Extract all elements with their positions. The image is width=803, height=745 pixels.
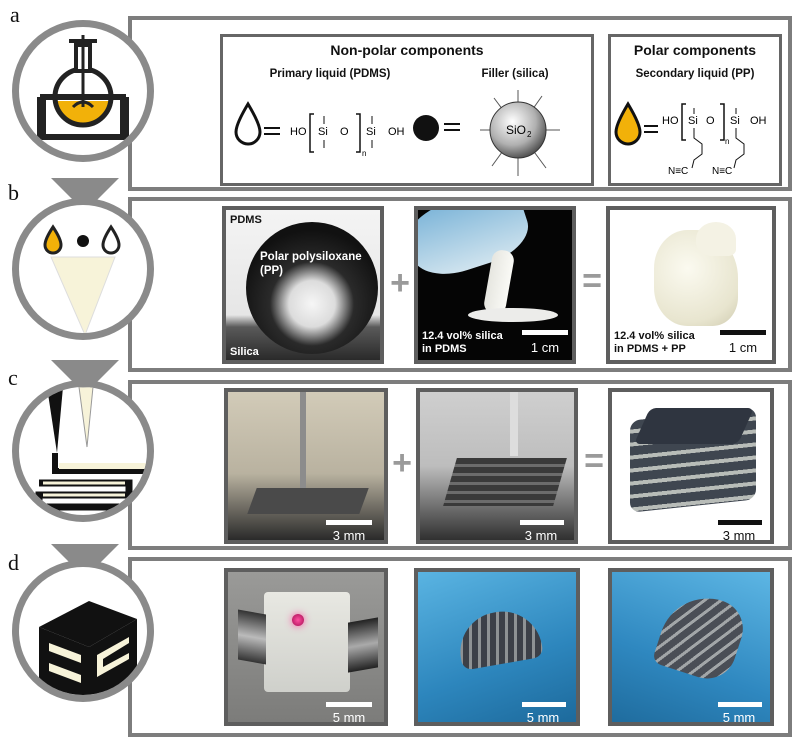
paste-peak xyxy=(696,222,736,256)
scale-bar-c1 xyxy=(326,520,372,525)
panel-letter-b: b xyxy=(8,180,19,205)
droplet-photo: PDMS Polar polysiloxane (PP) Silica xyxy=(222,206,384,364)
o-text: O xyxy=(340,126,349,138)
filler-label: Filler (silica) xyxy=(481,68,549,80)
sio2-subscript: 2 xyxy=(527,130,532,139)
sio2-text: SiO xyxy=(506,123,526,137)
flask-icon xyxy=(37,35,129,140)
led-glow xyxy=(292,614,304,626)
n-subscript: n xyxy=(362,149,366,158)
scale-bar-d3 xyxy=(718,702,762,707)
printed-layer xyxy=(247,488,369,514)
panel-letter-a: a xyxy=(10,2,20,27)
pp-droplet-label: Polar polysiloxane (PP) xyxy=(260,251,362,277)
secondary-liquid-label: Secondary liquid (PP) xyxy=(635,68,755,80)
photo2-label-2: in PDMS xyxy=(422,343,467,355)
printing-layers-photo: 3 mm xyxy=(416,388,578,544)
printed-cube-photo: 3 mm xyxy=(608,388,774,544)
scale-text-d3: 5 mm xyxy=(722,710,756,725)
scale-text-d2: 5 mm xyxy=(526,710,560,725)
pp-nitrile-text: N≡C xyxy=(668,166,688,177)
print-nozzle-2 xyxy=(510,392,518,456)
si-text: Si xyxy=(318,126,328,138)
droplet xyxy=(246,222,378,354)
print-nozzle xyxy=(300,392,306,492)
scale-bar-b3 xyxy=(720,330,766,335)
silica-label: Silica xyxy=(230,346,259,358)
panel-letter-d: d xyxy=(8,550,19,575)
photo3-label-1: 12.4 vol% silica xyxy=(614,330,695,342)
pp-structure: HO Si O n Si OH N≡C N≡C xyxy=(614,101,767,177)
mixing-circle xyxy=(12,198,154,340)
nozzle-icon xyxy=(35,387,147,511)
scale-bar-d2 xyxy=(522,702,566,707)
twisted-device-photo: 5 mm xyxy=(608,568,774,726)
plus-sign-c: + xyxy=(392,444,412,482)
pp-oh-text: OH xyxy=(750,115,767,127)
flask-circle xyxy=(12,20,154,162)
device-led-photo: 5 mm xyxy=(224,568,388,726)
drops-cone-icon xyxy=(43,224,121,333)
right-electrode xyxy=(348,617,378,673)
photo2-label-1: 12.4 vol% silica xyxy=(422,330,503,342)
pp-o-text: O xyxy=(706,115,715,127)
scale-bar-d1 xyxy=(326,702,372,707)
left-electrode xyxy=(238,609,266,665)
pp-ho-text: HO xyxy=(662,115,679,127)
nonpolar-title: Non-polar components xyxy=(330,42,484,58)
printing-start-photo: 3 mm xyxy=(224,388,388,544)
pp-nitrile-text-2: N≡C xyxy=(712,166,732,177)
cube-circle xyxy=(12,560,154,702)
scale-text-c2: 3 mm xyxy=(524,528,558,543)
primary-liquid-label: Primary liquid (PDMS) xyxy=(269,68,391,80)
photo3-label-2: in PDMS + PP xyxy=(614,343,686,355)
polar-title: Polar components xyxy=(633,42,757,58)
pdms-label: PDMS xyxy=(230,214,262,226)
ho-text: HO xyxy=(290,126,307,138)
si-text-2: Si xyxy=(366,126,376,138)
panel-letter-c: c xyxy=(8,365,18,390)
puddle xyxy=(468,308,558,322)
scale-bar-b2 xyxy=(522,330,568,335)
cube-top xyxy=(633,408,755,444)
pp-n-subscript: n xyxy=(725,137,729,146)
equals-sign-b: = xyxy=(582,262,602,300)
silica-pdms-pp-photo: 12.4 vol% silica in PDMS + PP 1 cm xyxy=(606,206,776,364)
scale-bar-c2 xyxy=(520,520,564,525)
scale-bar-c3 xyxy=(718,520,762,525)
polar-box xyxy=(608,34,782,186)
printed-stack xyxy=(443,458,567,506)
scale-text-b2: 1 cm xyxy=(530,340,560,355)
twisted-sample xyxy=(651,585,751,687)
oh-text: OH xyxy=(388,126,405,138)
container xyxy=(418,210,536,285)
scale-text-c1: 3 mm xyxy=(332,528,366,543)
bent-device-photo: 5 mm xyxy=(414,568,580,726)
silica-structure: SiO 2 xyxy=(413,90,560,176)
scale-text-b3: 1 cm xyxy=(728,340,758,355)
pp-si-text-2: Si xyxy=(730,115,740,127)
equals-sign-c: = xyxy=(584,442,604,480)
printing-circle xyxy=(12,380,154,522)
pp-si-text: Si xyxy=(688,115,698,127)
pdms-structure: HO Si O n Si OH xyxy=(234,101,405,158)
scale-text-d1: 5 mm xyxy=(332,710,366,725)
cube-icon xyxy=(39,601,137,695)
silica-pdms-photo: 12.4 vol% silica in PDMS 1 cm xyxy=(414,206,576,364)
plus-sign-b: + xyxy=(390,264,410,302)
bent-sample xyxy=(454,605,544,671)
cube-device xyxy=(264,592,350,692)
scale-text-c3: 3 mm xyxy=(722,528,756,543)
